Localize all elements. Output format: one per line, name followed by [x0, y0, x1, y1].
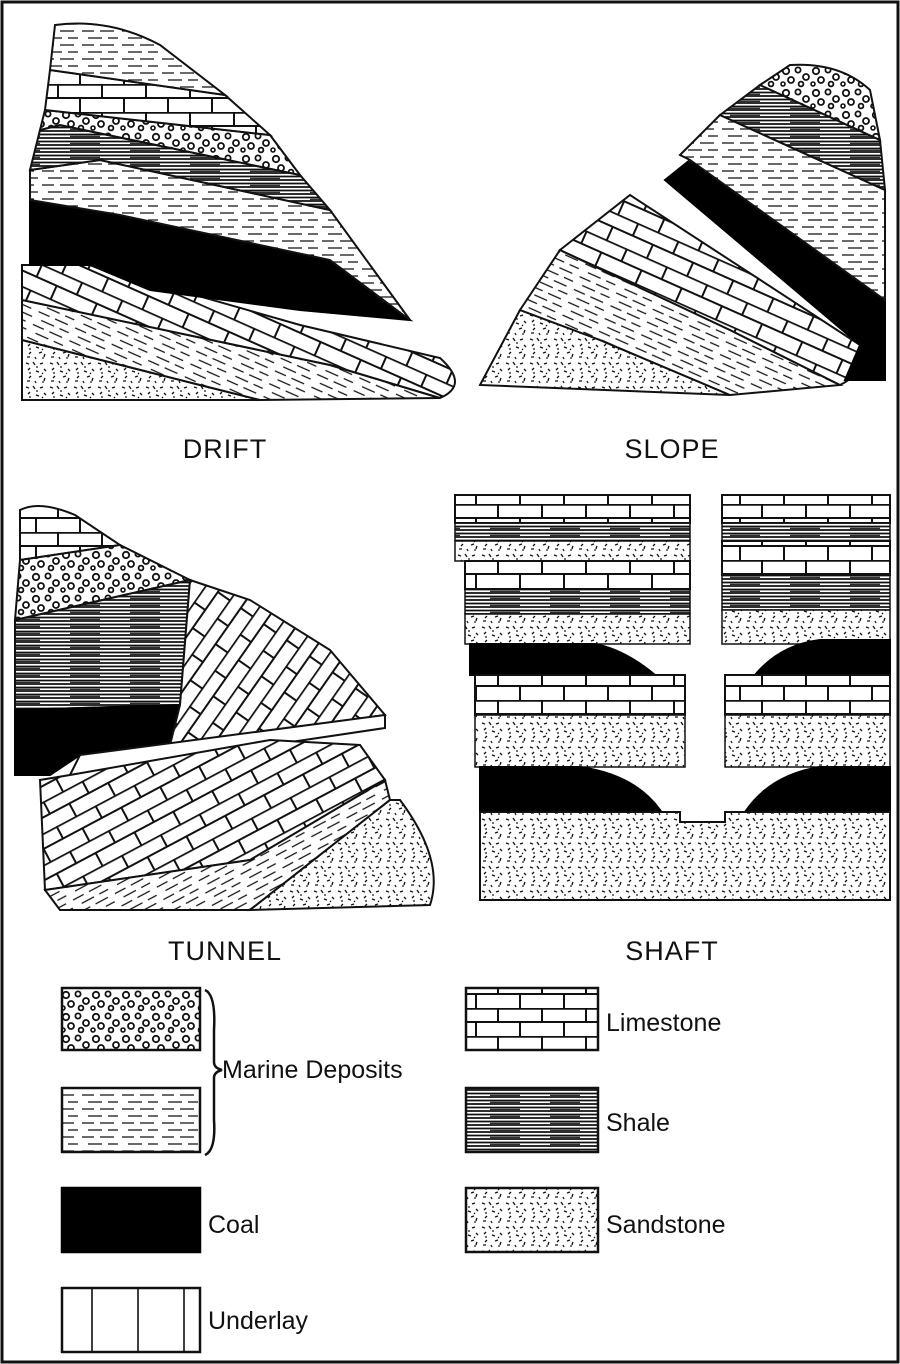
- shaft-right-limestone-3: [724, 674, 891, 716]
- shaft-left-limestone-3: [474, 674, 686, 716]
- shaft-right-coal-2: [743, 766, 891, 813]
- tunnel-sandstone-lower: [247, 799, 435, 912]
- legend-swatch-sandstone: [464, 1186, 600, 1254]
- shaft-right-coal-1: [752, 639, 891, 676]
- shaft-left-sandstone-1: [454, 540, 691, 562]
- shaft-left-shale-2: [464, 588, 691, 615]
- slope-conglomerate-top: [757, 63, 882, 142]
- drift-limestone-band: [21, 264, 456, 400]
- legend-label-shale: Shale: [606, 1109, 670, 1137]
- drift-marine-top: [48, 22, 229, 97]
- legend-label-sandstone: Sandstone: [606, 1211, 726, 1239]
- tunnel-opening: [68, 713, 386, 777]
- legend-label-marine-deposits: Marine Deposits: [222, 1056, 403, 1084]
- tunnel-limestone-top: [19, 505, 123, 562]
- shaft-right-shale-2: [721, 574, 891, 611]
- tunnel-diagram: [13, 505, 435, 912]
- legend-swatch-limestone: [464, 986, 600, 1052]
- shaft-left-sandstone-2: [464, 613, 691, 645]
- legend-label-coal: Coal: [208, 1211, 259, 1239]
- legend-label-limestone: Limestone: [606, 1009, 721, 1037]
- legend: Marine Deposits Coal Underlay Limestone …: [60, 986, 726, 1354]
- caption-tunnel: TUNNEL: [168, 936, 282, 966]
- caption-slope: SLOPE: [624, 434, 719, 464]
- shaft-right-limestone-1: [721, 494, 891, 524]
- shaft-left-limestone-1: [454, 494, 691, 524]
- shaft-left-sandstone-3: [474, 714, 686, 768]
- legend-label-underlay: Underlay: [208, 1307, 309, 1335]
- drift-diagram: [21, 22, 456, 402]
- legend-swatch-coal: [60, 1186, 202, 1254]
- shaft-left-coal-1: [469, 643, 658, 676]
- legend-swatch-underlay: [60, 1286, 202, 1354]
- slope-marine-upper: [678, 113, 886, 302]
- caption-drift: DRIFT: [183, 434, 267, 464]
- shaft-left-shale-1: [454, 522, 691, 542]
- shaft-right-shale-1: [721, 522, 891, 542]
- shaft-right-sandstone-2: [724, 714, 891, 768]
- slope-diagram: [478, 63, 887, 397]
- shaft-left-limestone-2: [464, 560, 691, 590]
- shaft-bottom-sandstone: [479, 811, 891, 901]
- shaft-right-limestone-2: [721, 540, 891, 576]
- legend-brace: [204, 988, 223, 1157]
- legend-swatch-marine: [60, 1086, 202, 1154]
- shaft-right-sandstone-1: [721, 609, 891, 645]
- shaft-diagram: [454, 494, 891, 901]
- caption-shaft: SHAFT: [625, 936, 719, 966]
- shaft-left-coal-2: [479, 766, 662, 811]
- legend-swatch-conglomerate: [60, 986, 202, 1052]
- legend-swatch-shale: [464, 1086, 600, 1154]
